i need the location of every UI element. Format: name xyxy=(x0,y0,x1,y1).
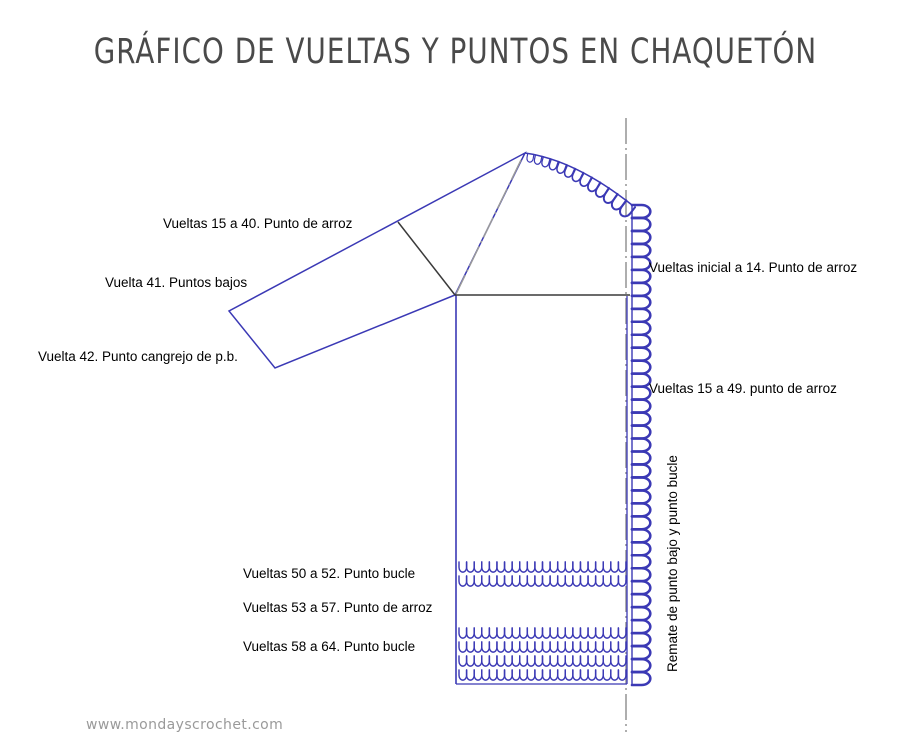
sleeve-outline xyxy=(227,151,527,369)
neckline-loop-edge xyxy=(524,152,637,220)
label-front-rows-initial-14: Vueltas inicial a 14. Punto de arroz xyxy=(649,260,858,275)
label-body-rows-58-64: Vueltas 58 a 64. Punto bucle xyxy=(243,639,416,654)
label-sleeve-row-41: Vuelta 41. Puntos bajos xyxy=(105,275,248,290)
label-sleeve-row-42: Vuelta 42. Punto cangrejo de p.b. xyxy=(38,349,238,364)
label-front-rows-15-49: Vueltas 15 a 49. punto de arroz xyxy=(649,381,837,396)
page-title: GRÁFICO DE VUELTAS Y PUNTOS EN CHAQUETÓN xyxy=(93,32,818,72)
loop-band-rows-58-64 xyxy=(458,627,627,681)
label-body-rows-50-52: Vueltas 50 a 52. Punto bucle xyxy=(243,566,416,581)
label-sleeve-rows-15-40: Vueltas 15 a 40. Punto de arroz xyxy=(163,216,353,231)
raglan-guide-line xyxy=(455,159,522,295)
front-edge-loop-column xyxy=(630,203,652,687)
label-edge-finish: Remate de punto bajo y punto bucle xyxy=(665,455,680,672)
site-footer: www.mondayscrochet.com xyxy=(86,717,284,733)
body-outline xyxy=(455,295,628,684)
loop-band-rows-50-52 xyxy=(458,561,627,587)
label-body-rows-53-57: Vueltas 53 a 57. Punto de arroz xyxy=(243,600,433,615)
sleeve-seam-line xyxy=(397,221,456,296)
